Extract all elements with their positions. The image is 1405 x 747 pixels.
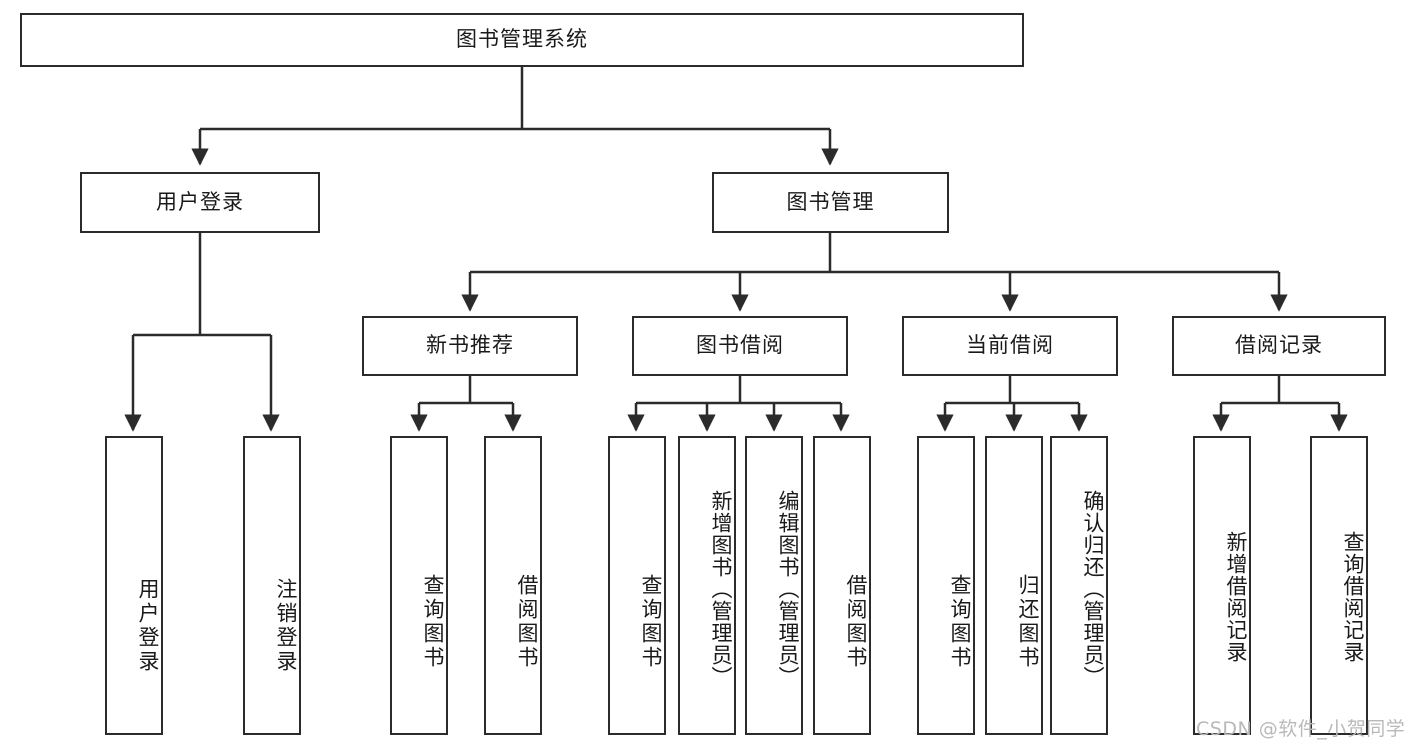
node-borrow-record-label: 借阅记录: [1235, 333, 1323, 358]
node-book-mgmt[interactable]: 图书管理: [712, 172, 949, 233]
node-user-login-label: 用户登录: [156, 189, 244, 214]
node-leaf-add-book[interactable]: 新增图书（管理员）: [678, 436, 736, 735]
node-leaf-user-login[interactable]: 用户登录: [105, 436, 163, 735]
node-leaf-edit-book[interactable]: 编辑图书（管理员）: [745, 436, 803, 735]
node-leaf-query-book-3[interactable]: 查询图书: [917, 436, 975, 735]
node-leaf-borrow-book-2-label: 借阅图书: [844, 573, 868, 670]
node-root-label: 图书管理系统: [456, 27, 588, 52]
node-leaf-add-book-label: 新增图书（管理员）: [709, 489, 733, 688]
node-book-borrow[interactable]: 图书借阅: [632, 316, 848, 376]
node-new-book-rec[interactable]: 新书推荐: [362, 316, 578, 376]
node-leaf-edit-book-label: 编辑图书（管理员）: [776, 489, 800, 688]
node-root[interactable]: 图书管理系统: [20, 13, 1024, 67]
node-leaf-confirm-return-label: 确认归还（管理员）: [1081, 489, 1105, 688]
node-leaf-add-record-label: 新增借阅记录: [1224, 530, 1248, 663]
node-leaf-query-record[interactable]: 查询借阅记录: [1310, 436, 1368, 735]
node-new-book-rec-label: 新书推荐: [426, 333, 514, 358]
node-book-mgmt-label: 图书管理: [786, 189, 875, 214]
node-leaf-add-record[interactable]: 新增借阅记录: [1193, 436, 1251, 735]
node-leaf-query-book-1-label: 查询图书: [421, 573, 445, 670]
node-leaf-return-book-label: 归还图书: [1016, 573, 1040, 670]
node-borrow-record[interactable]: 借阅记录: [1172, 316, 1386, 376]
node-leaf-query-book-2-label: 查询图书: [639, 573, 663, 670]
node-leaf-query-book-2[interactable]: 查询图书: [608, 436, 666, 735]
node-current-borrow-label: 当前借阅: [966, 333, 1054, 358]
node-book-borrow-label: 图书借阅: [696, 333, 784, 358]
node-user-login[interactable]: 用户登录: [80, 172, 320, 233]
node-leaf-borrow-book-1[interactable]: 借阅图书: [484, 436, 542, 735]
node-leaf-query-book-3-label: 查询图书: [948, 573, 972, 670]
node-leaf-query-book-1[interactable]: 查询图书: [390, 436, 448, 735]
node-leaf-user-login-label: 用户登录: [136, 577, 160, 674]
node-leaf-user-logout[interactable]: 注销登录: [243, 436, 301, 735]
node-leaf-return-book[interactable]: 归还图书: [985, 436, 1043, 735]
node-leaf-confirm-return[interactable]: 确认归还（管理员）: [1050, 436, 1108, 735]
node-leaf-borrow-book-2[interactable]: 借阅图书: [813, 436, 871, 735]
node-current-borrow[interactable]: 当前借阅: [902, 316, 1118, 376]
node-leaf-borrow-book-1-label: 借阅图书: [515, 573, 539, 670]
watermark-label: CSDN @软件_小贺同学: [1196, 718, 1405, 740]
node-leaf-user-logout-label: 注销登录: [274, 577, 298, 674]
node-leaf-query-record-label: 查询借阅记录: [1341, 530, 1365, 663]
